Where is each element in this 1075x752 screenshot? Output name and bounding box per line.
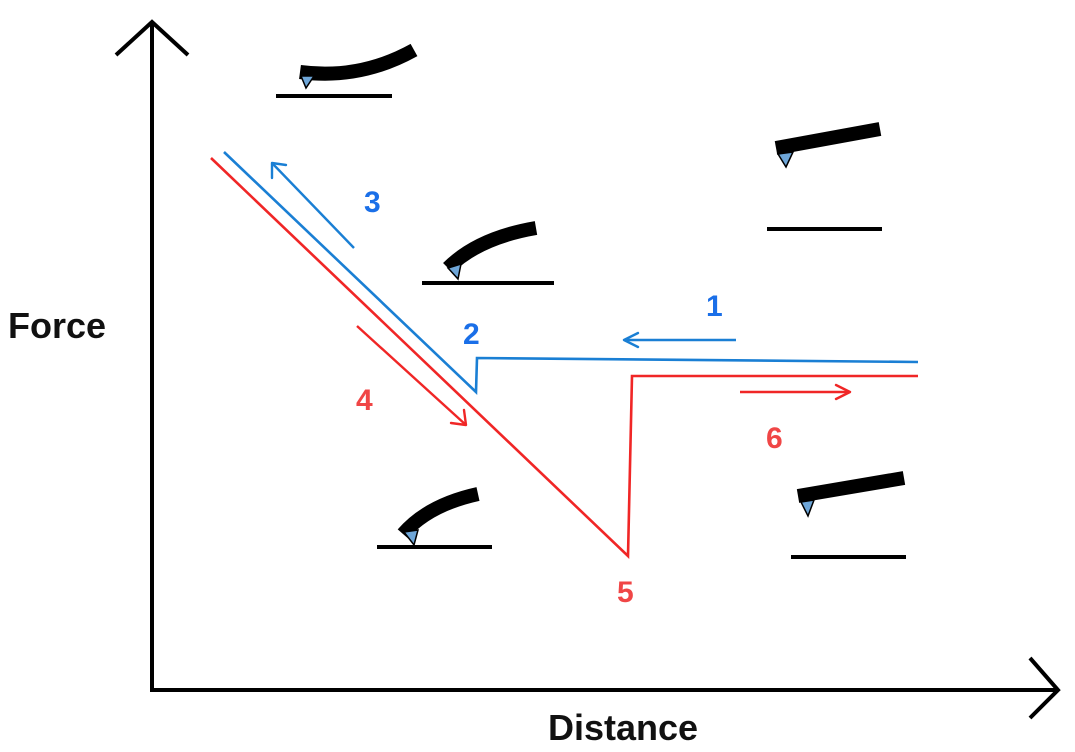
approach-trace [223, 151, 919, 395]
cantilever-released-icon [791, 471, 906, 559]
step-label-3: 3 [364, 186, 381, 219]
y-axis-arrowhead [114, 19, 190, 57]
step-label-4: 4 [356, 384, 373, 417]
step-label-1: 1 [706, 290, 723, 323]
cantilever-free-icon [767, 122, 882, 231]
step-label-2: 2 [463, 318, 480, 351]
step-label-6: 6 [766, 422, 783, 455]
arrow-6-right [740, 383, 852, 401]
arrow-3-up-left [270, 161, 355, 249]
arrow-1-left [622, 331, 736, 349]
step-label-5: 5 [617, 576, 634, 609]
arrow-4-down-right [356, 325, 468, 427]
x-axis-label: Distance [548, 707, 698, 748]
cantilever-contact-icon [422, 221, 554, 285]
retract-trace [210, 157, 918, 559]
x-axis-arrowhead [1028, 656, 1061, 720]
y-axis-label: Force [8, 305, 106, 346]
cantilever-adhesion-icon [377, 487, 492, 549]
axes: Force Distance [8, 19, 1061, 748]
cantilever-bent-up-icon [276, 43, 418, 98]
